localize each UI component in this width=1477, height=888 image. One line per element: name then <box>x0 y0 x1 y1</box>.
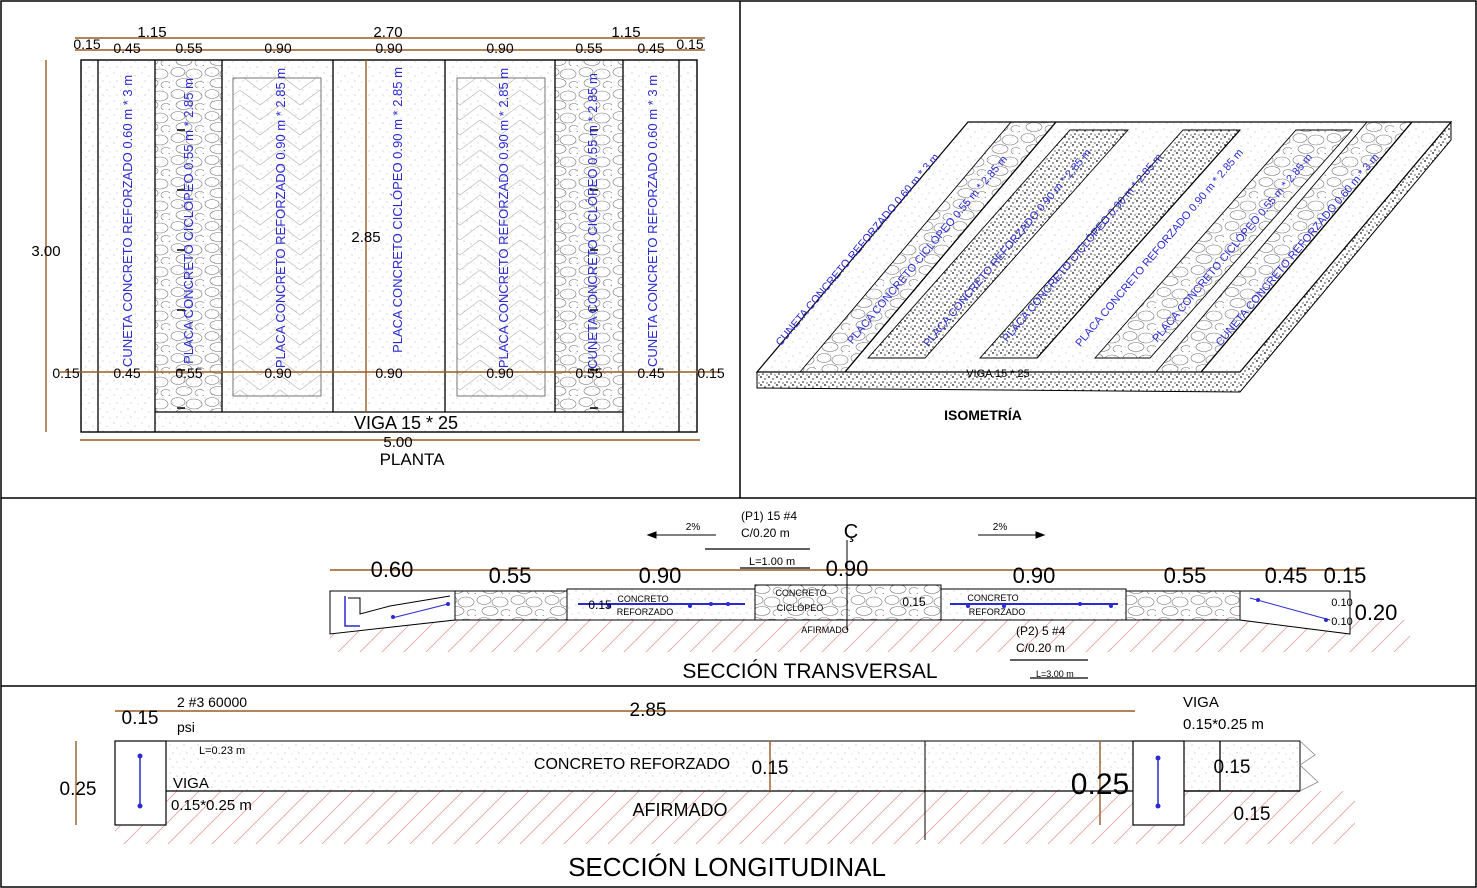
planta-dim-mid-5: 0.90 <box>375 365 402 381</box>
trans-dim-5: 0.90 <box>1013 563 1056 588</box>
trans-dim-2: 0.55 <box>489 563 532 588</box>
planta-dim-mid-3: 0.55 <box>175 365 202 381</box>
planta-dim-mid-1: 0.15 <box>52 365 79 381</box>
trans-concreto-right: CONCRETO <box>967 593 1018 603</box>
centerline-symbol: Ç <box>844 521 858 543</box>
planta-dim-left: 3.00 <box>31 243 60 260</box>
planta-dim-mid-2: 0.45 <box>113 365 140 381</box>
planta-strip-label-2: PLACA CONCRETO CICLÓPEO 0.55 m * 2.85 m <box>181 78 196 364</box>
planta-dim-top-3: 1.15 <box>611 24 640 41</box>
long-viga-label: VIGA <box>173 775 209 792</box>
planta-title: PLANTA <box>380 450 446 469</box>
long-height-right: 0.25 <box>1071 768 1129 801</box>
trans-concreto-center: CONCRETO <box>775 588 826 598</box>
long-dim-top: 2.85 <box>630 700 667 721</box>
p1-line1: (P1) 15 #4 <box>741 509 797 523</box>
planta-dim-mid-7: 0.55 <box>575 365 602 381</box>
planta-strip-label-1: CUNETA CONCRETO REFORZADO 0.60 m * 3 m <box>120 75 135 367</box>
transversal-title: SECCIÓN TRANSVERSAL <box>682 660 937 683</box>
planta-dim-row2-3: 0.55 <box>175 40 202 56</box>
p1-length: L=1.00 m <box>749 556 795 568</box>
trans-thick-left: 0.15 <box>588 598 612 612</box>
planta-dim-mid-6: 0.90 <box>486 365 513 381</box>
longitudinal-view: 0.15 2 #3 60000 psi L=0.23 m 2.85 VIGA 0… <box>60 694 1355 882</box>
trans-afirmado: AFIRMADO <box>801 625 849 635</box>
planta-dim-row2-2: 0.45 <box>113 40 140 56</box>
planta-dim-row2-9: 0.15 <box>676 36 703 52</box>
isometria-title: ISOMETRÍA <box>944 407 1022 423</box>
planta-dim-mid-8: 0.45 <box>637 365 664 381</box>
transversal-view: 2% 2% (P1) 15 #4 C/0.20 m L=1.00 m Ç 0.6… <box>329 509 1410 683</box>
trans-right-dim: 0.20 <box>1355 600 1398 625</box>
planta-strip-label-6: CUNETA CONCRETO CICLÓPEO 0.55 m * 2.85 m <box>585 73 600 369</box>
trans-thick-right: 0.15 <box>902 595 926 609</box>
trans-right-small-2: 0.10 <box>1331 616 1352 628</box>
trans-dim-6: 0.55 <box>1164 563 1207 588</box>
long-viga-size-right: 0.15*0.25 m <box>1183 716 1264 733</box>
trans-dim-4: 0.90 <box>826 556 869 581</box>
trans-dim-7: 0.45 <box>1265 563 1308 588</box>
trans-dim-8: 0.15 <box>1324 563 1367 588</box>
long-height-left: 0.25 <box>60 779 97 800</box>
isometria-view: CUNETA CONCRETO REFORZADO 0.60 m * 3 m P… <box>755 120 1453 423</box>
long-right-dim-2: 0.15 <box>1234 804 1271 825</box>
long-afirmado: AFIRMADO <box>632 800 727 820</box>
planta-viga-label: VIGA 15 * 25 <box>354 413 458 433</box>
planta-strip-label-4: PLACA CONCRETO CICLÓPEO 0.90 m * 2.85 m <box>390 67 405 353</box>
long-rebar-line2: psi <box>177 719 195 735</box>
slope-left-label: 2% <box>686 522 701 533</box>
planta-dim-bottom: 5.00 <box>383 434 412 451</box>
p2-line1: (P2) 5 #4 <box>1016 624 1066 638</box>
trans-dim-1: 0.60 <box>371 557 414 582</box>
planta-dim-mid-4: 0.90 <box>264 365 291 381</box>
long-thickness: 0.15 <box>752 758 789 779</box>
long-dim-left: 0.15 <box>122 708 159 729</box>
longitudinal-title: SECCIÓN LONGITUDINAL <box>568 852 886 882</box>
planta-dim-row2-1: 0.15 <box>73 36 100 52</box>
trans-dim-3: 0.90 <box>639 563 682 588</box>
trans-reforzado-right: REFORZADO <box>969 607 1026 617</box>
planta-dim-center: 2.85 <box>351 229 380 246</box>
planta-view: 1.15 2.70 1.15 0.15 0.45 0.55 0.90 0.90 … <box>31 24 724 469</box>
p1-line2: C/0.20 m <box>741 526 790 540</box>
iso-viga-label: VIGA 15 * 25 <box>966 368 1030 380</box>
trans-concreto-left: CONCRETO <box>617 594 668 604</box>
trans-reforzado-left: REFORZADO <box>617 607 674 617</box>
p2-line2: C/0.20 m <box>1016 641 1065 655</box>
planta-strip-label-3: PLACA CONCRETO REFORZADO 0.90 m * 2.85 m <box>273 68 288 368</box>
planta-strip-label-7: CUNETA CONCRETO REFORZADO 0.60 m * 3 m <box>645 75 660 367</box>
trans-ciclopeo-center: CICLÓPEO <box>777 603 824 613</box>
slope-right-label: 2% <box>993 522 1008 533</box>
planta-dim-row2-7: 0.55 <box>575 40 602 56</box>
long-rebar-line1: 2 #3 60000 <box>177 694 247 710</box>
long-viga-size: 0.15*0.25 m <box>171 797 252 814</box>
planta-dim-top-2: 2.70 <box>373 24 402 41</box>
planta-dim-mid-9: 0.15 <box>697 365 724 381</box>
long-rebar-length: L=0.23 m <box>199 745 245 757</box>
long-viga-label-right: VIGA <box>1183 694 1219 711</box>
planta-dim-row2-6: 0.90 <box>486 40 513 56</box>
p2-length: L=3.00 m <box>1036 669 1074 679</box>
planta-strip-label-5: PLACA CONCRETO REFORZADO 0.90 m * 2.85 m <box>496 68 511 368</box>
trans-right-small-1: 0.10 <box>1331 597 1352 609</box>
planta-dim-row2-4: 0.90 <box>264 40 291 56</box>
planta-dim-row2-8: 0.45 <box>637 40 664 56</box>
long-right-dim-1: 0.15 <box>1214 757 1251 778</box>
long-concreto-reforzado: CONCRETO REFORZADO <box>534 756 730 773</box>
planta-dim-row2-5: 0.90 <box>375 40 402 56</box>
planta-dim-top-1: 1.15 <box>137 24 166 41</box>
